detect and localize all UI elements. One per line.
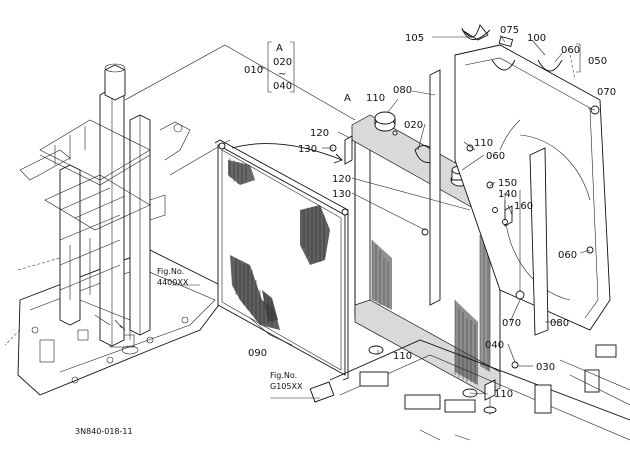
leader-frame-1 [124,44,356,121]
label-110-bottom: 110 [494,389,513,400]
label-105: 105 [405,33,424,44]
label-080-bottom: 080 [550,318,569,329]
leader-lines [172,34,596,399]
label-075: 075 [500,25,519,36]
label-020-range: 020 [273,57,292,68]
tractor-frame [4,63,231,396]
label-range-tilde: ~ [278,69,286,80]
radiator-screen [214,139,349,381]
label-150: 150 [498,178,517,189]
label-060-right: 060 [558,250,577,261]
drawing-code: 3N840-018-11 [75,427,133,436]
fig-ref-1-title: Fig.No. [157,267,184,276]
label-060-top: 060 [561,45,580,56]
label-070-top: 070 [597,87,616,98]
label-070-bottom: 070 [502,318,521,329]
label-160: 160 [514,201,533,212]
fig-ref-1-number: 4400XX [157,278,189,287]
label-130-left: 130 [298,144,317,155]
label-030: 030 [536,362,555,373]
lower-mounts [309,339,630,441]
label-040: 040 [485,340,504,351]
label-110-top: 110 [366,93,385,104]
fig-ref-2-number: G105XX [270,382,303,391]
fig-ref-2-title: Fig.No. [270,371,297,380]
label-140: 140 [498,189,517,200]
ref-bracket-group [261,41,581,93]
label-020: 020 [404,120,423,131]
label-010: 010 [244,65,263,76]
label-110-mid: 110 [474,138,493,149]
fan-shroud [429,24,611,336]
label-040-range: 040 [273,81,292,92]
label-ref-a: A [276,43,283,54]
label-080-top: 080 [393,85,412,96]
label-130-mid: 130 [332,189,351,200]
label-120-left: 120 [310,128,329,139]
label-100: 100 [527,33,546,44]
label-050: 050 [588,56,607,67]
label-090: 090 [248,348,267,359]
label-a-marker: A [344,93,351,104]
label-060-mid: 060 [486,151,505,162]
label-120-mid: 120 [332,174,351,185]
label-110-lower: 110 [393,351,412,362]
